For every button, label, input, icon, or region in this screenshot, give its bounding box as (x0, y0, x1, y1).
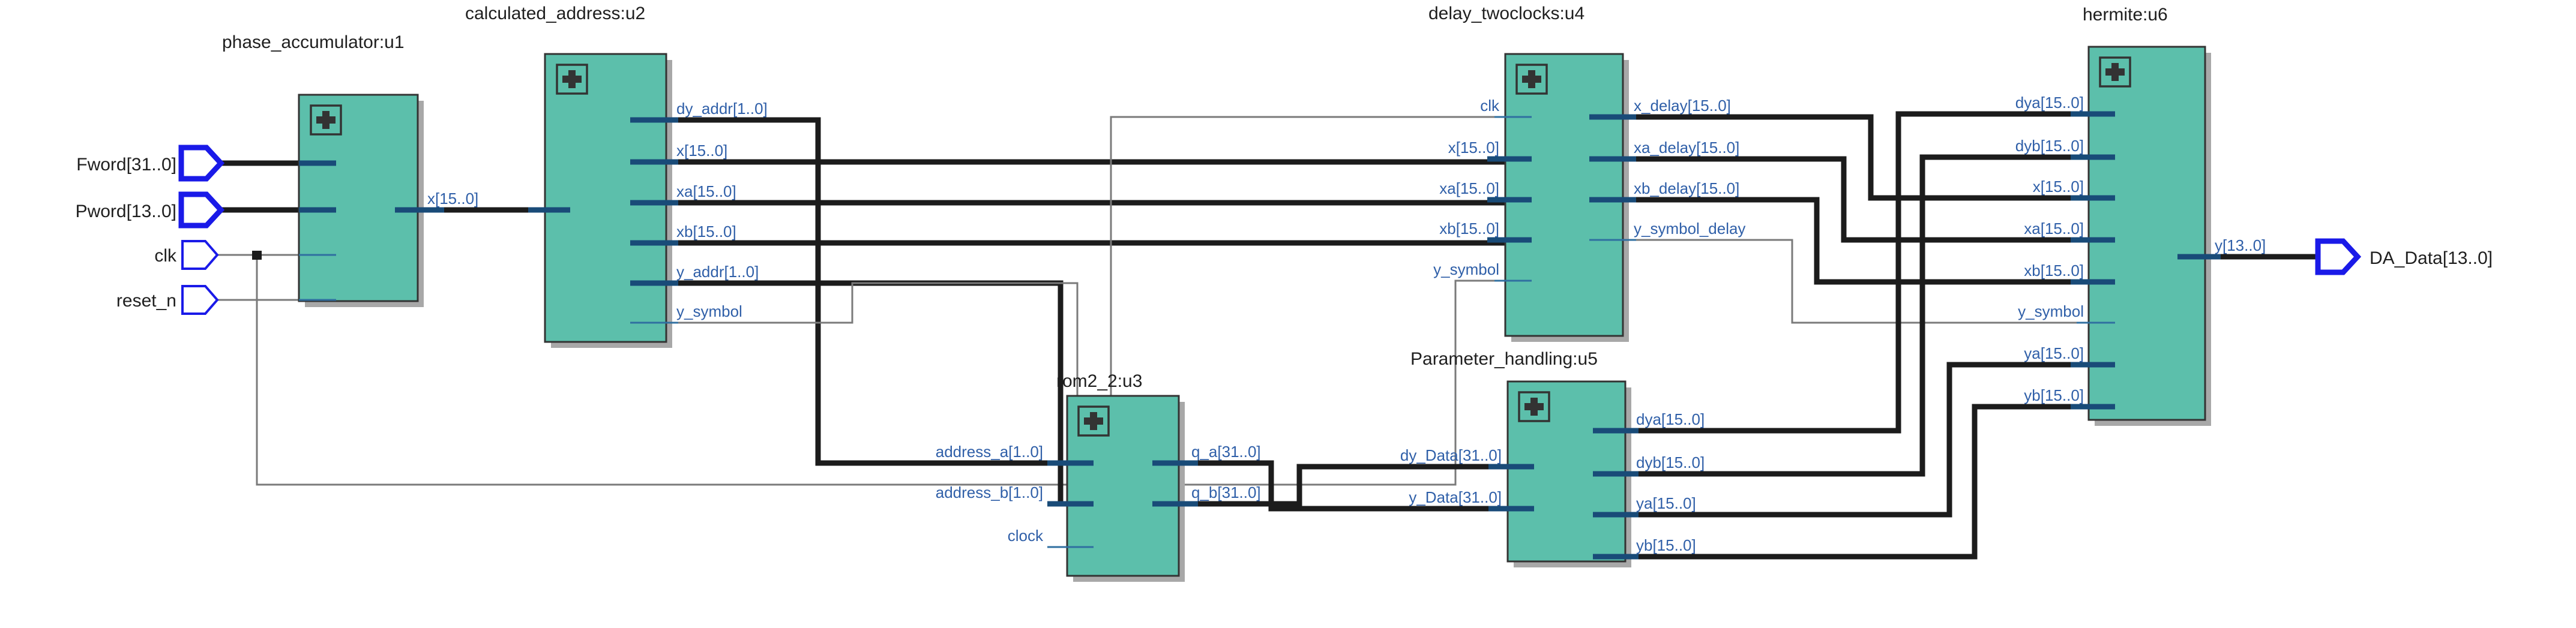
wire-layer (213, 111, 2318, 560)
port-label-u6-y-symbol: y_symbol (2018, 302, 2084, 320)
block-u5[interactable]: Parameter_handling:u5 dy_Data[31..0] y_D… (1400, 349, 1705, 567)
input-pin-fword[interactable]: Fword[31..0] (76, 145, 225, 182)
port-label-u4-clk: clk (1480, 97, 1500, 115)
port-label-u6-dya: dya[15..0] (2015, 94, 2084, 112)
port-label-u5-dy-data: dy_Data[31..0] (1400, 446, 1502, 464)
port-label-u3-address-a: address_a[1..0] (936, 443, 1043, 461)
wire-dya-u6 (1625, 111, 2089, 434)
wire-ysymbol-u2-u4 (666, 280, 1505, 486)
wire-dy-addr (666, 117, 1067, 466)
block-layer: phase_accumulator:u1 x[15..0] (222, 4, 2266, 582)
input-label-clk: clk (154, 246, 177, 266)
block-u1-title: phase_accumulator:u1 (222, 32, 405, 52)
port-label-u2-y-addr: y_addr[1..0] (676, 263, 759, 281)
wire-clk-trunk (256, 255, 1111, 486)
plus-icon[interactable] (1077, 405, 1110, 437)
block-u3[interactable]: rom2_2:u3 address_a[1..0] address_b[1..0… (936, 371, 1261, 582)
wire-xdelay-u6x (1623, 114, 2089, 201)
block-u5-title: Parameter_handling:u5 (1410, 349, 1598, 369)
block-u2-body (544, 53, 667, 343)
port-label-u6-xb: xb[15..0] (2024, 262, 2084, 280)
block-u4-body (1504, 53, 1624, 337)
junction-clk (252, 251, 262, 260)
input-label-resetn: reset_n (116, 291, 176, 311)
port-label-u4-xa: xa[15..0] (1439, 179, 1499, 197)
port-label-u4-x-delay: x_delay[15..0] (1634, 97, 1731, 115)
port-label-u6-dyb: dyb[15..0] (2015, 137, 2084, 155)
port-label-u3-address-b: address_b[1..0] (936, 483, 1043, 501)
input-pin-resetn[interactable]: reset_n (116, 285, 219, 315)
port-label-u6-x: x[15..0] (2033, 178, 2084, 196)
block-u4-title: delay_twoclocks:u4 (1428, 4, 1584, 23)
wire-qb-dydata (1179, 464, 1508, 507)
port-label-u2-xb: xb[15..0] (676, 223, 736, 241)
block-u1[interactable]: phase_accumulator:u1 x[15..0] (222, 32, 478, 307)
block-u6-title: hermite:u6 (2083, 5, 2168, 25)
output-label-da-data: DA_Data[13..0] (2370, 248, 2493, 268)
io-pin-layer: Fword[31..0] Pword[13..0] clk reset_n DA… (76, 145, 2493, 315)
port-label-u3-q-a: q_a[31..0] (1191, 443, 1261, 461)
wire-xbdelay-u6xb (1623, 197, 2089, 285)
wire-ya-u6 (1625, 362, 2089, 518)
plus-icon[interactable] (310, 104, 342, 136)
port-label-u1-x: x[15..0] (427, 190, 478, 208)
plus-icon[interactable] (1518, 391, 1550, 422)
port-label-u6-ya: ya[15..0] (2024, 344, 2084, 362)
output-pin-da-data[interactable]: DA_Data[13..0] (2315, 238, 2493, 275)
plus-icon[interactable] (2099, 56, 2131, 88)
plus-icon[interactable] (556, 64, 588, 95)
input-pin-pword[interactable]: Pword[13..0] (76, 191, 225, 229)
port-label-u4-xb-delay: xb_delay[15..0] (1634, 179, 1739, 197)
port-label-u2-y-symbol: y_symbol (676, 302, 742, 320)
block-u2[interactable]: calculated_address:u2 dy_addr[1..0] x[15… (465, 4, 768, 348)
port-label-u6-xa: xa[15..0] (2024, 220, 2084, 238)
wire-qa-ydata (1179, 460, 1508, 512)
block-u2-title: calculated_address:u2 (465, 4, 645, 23)
port-label-u6-yb: yb[15..0] (2024, 386, 2084, 404)
port-label-u5-ya: ya[15..0] (1636, 494, 1696, 512)
wire-xadelay-u6xa (1623, 156, 2089, 243)
port-label-u5-dya: dya[15..0] (1636, 410, 1705, 428)
port-label-u4-y-symbol: y_symbol (1433, 260, 1499, 278)
port-label-u5-dyb: dyb[15..0] (1636, 453, 1705, 471)
port-label-u2-x: x[15..0] (676, 142, 727, 160)
wire-yb-u6 (1625, 404, 2089, 560)
port-label-u4-xb: xb[15..0] (1439, 220, 1499, 238)
block-u6[interactable]: hermite:u6 dya[15..0] dyb[15..0] x[15..0… (2015, 5, 2266, 426)
port-label-u4-xa-delay: xa_delay[15..0] (1634, 139, 1739, 157)
port-label-u3-q-b: q_b[31..0] (1191, 483, 1261, 501)
port-label-u5-y-data: y_Data[31..0] (1409, 488, 1502, 506)
block-u4[interactable]: delay_twoclocks:u4 clk x[15..0] xa[15..0… (1428, 4, 1745, 342)
wire-dyb-u6 (1625, 154, 2089, 477)
block-u3-title: rom2_2:u3 (1056, 371, 1142, 391)
input-pin-clk[interactable]: clk (154, 240, 219, 270)
port-label-u5-yb: yb[15..0] (1636, 536, 1696, 554)
port-label-u3-clock: clock (1008, 527, 1044, 545)
port-label-u2-xa: xa[15..0] (676, 182, 736, 200)
port-label-u4-y-symbol-delay: y_symbol_delay (1634, 220, 1745, 238)
plus-icon[interactable] (1515, 64, 1548, 95)
port-label-u4-x: x[15..0] (1448, 139, 1499, 157)
port-label-u6-y: y[13..0] (2215, 236, 2266, 254)
wire-ysymdelay-u6 (1623, 239, 2089, 324)
block-u6-body (2087, 46, 2206, 421)
wire-clk-u4 (1110, 116, 1505, 485)
port-label-u2-dy-addr: dy_addr[1..0] (676, 100, 768, 118)
input-label-pword: Pword[13..0] (76, 202, 176, 221)
input-label-fword: Fword[31..0] (76, 155, 176, 175)
